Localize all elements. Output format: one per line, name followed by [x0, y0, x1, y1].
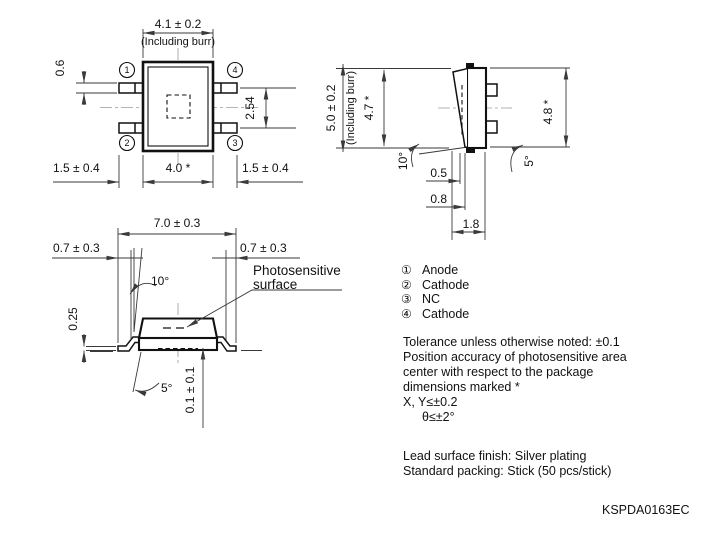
- burr-top: [466, 63, 474, 70]
- front-angle-lead: 5°: [161, 381, 173, 395]
- dim-body-width: 4.0 *: [166, 161, 191, 175]
- pin3-legend-label: NC: [422, 292, 441, 306]
- top-view: 1 4 2 3 4.1 ± 0.2 (Including burr) 0.6 2…: [53, 17, 303, 188]
- dim-standoff: 0.1 ± 0.1: [183, 366, 197, 413]
- photosensitive-leader: [186, 289, 342, 328]
- dim-body-height: 4.7 *: [362, 95, 376, 120]
- dim-a: 0.5: [430, 166, 447, 180]
- pin4-legend-label: Cathode: [422, 306, 470, 321]
- pin4-number: 4: [232, 65, 237, 75]
- front-lead-right: [216, 336, 237, 352]
- dim-lead-span: 4.8 *: [541, 99, 555, 124]
- dim-top-width: 4.1 ± 0.2: [155, 17, 202, 31]
- note-line-4: dimensions marked *: [403, 380, 520, 394]
- side-body-face: [452, 67, 468, 149]
- side-body-edge: [465, 66, 488, 150]
- packing-line-1: Lead surface finish: Silver plating: [403, 449, 587, 463]
- lead-pin4: [212, 82, 238, 94]
- pin2-number: 2: [124, 138, 129, 148]
- pin2-legend-label: Cathode: [422, 277, 470, 292]
- pin1-legend-number: ①: [401, 263, 412, 277]
- pin1-legend-label: Anode: [422, 263, 459, 277]
- drawing-number: KSPDA0163EC: [602, 503, 690, 517]
- dim-lead-pitch: 2.54: [243, 96, 257, 120]
- front-body: [137, 336, 219, 352]
- note-line-5: X, Y≤±0.2: [403, 395, 458, 409]
- photosensitive-label-2: surface: [253, 277, 297, 292]
- photosensitive-area-dashed: [166, 94, 191, 119]
- dim-front-lead-right: 0.7 ± 0.3: [240, 241, 287, 255]
- note-line-1: Tolerance unless otherwise noted: ±0.1: [403, 335, 620, 349]
- pin-row-4: ④ Cathode: [401, 307, 469, 322]
- packing-line-2: Standard packing: Stick (50 pcs/stick): [403, 464, 612, 478]
- dim-b: 0.8: [430, 192, 447, 206]
- dim-lead-left: 1.5 ± 0.4: [53, 161, 100, 175]
- pin4-balloon: [226, 61, 244, 79]
- side-view: 5.0 ± 0.2 (Including burr) 4.7 * 10° 0.5…: [324, 63, 570, 240]
- front-lead-left: [117, 336, 140, 352]
- pin4-legend-number: ④: [401, 306, 412, 321]
- pin3-legend-number: ③: [401, 292, 412, 306]
- burr-bottom: [466, 146, 475, 153]
- pin-assignment-list: ① Anode ② Cathode ③ NC ④ Cathode: [401, 263, 469, 321]
- note-line-6: θ≤±2°: [422, 410, 455, 424]
- pin-row-3: ③ NC: [401, 292, 469, 307]
- dim-lead-width: 0.6: [53, 59, 67, 76]
- note-line-2: Position accuracy of photosensitive area: [403, 350, 627, 364]
- dim-lead-thickness: 0.25: [66, 307, 80, 331]
- tolerance-notes: Tolerance unless otherwise noted: ±0.1 P…: [403, 335, 627, 425]
- pin2-balloon: [118, 134, 136, 152]
- lead-dividers: [134, 83, 222, 133]
- dim-height-burr: 5.0 ± 0.2: [324, 84, 338, 131]
- packing-notes: Lead surface finish: Silver plating Stan…: [403, 449, 611, 479]
- dim-height-burr-note: (Including burr): [345, 71, 357, 145]
- pin1-balloon: [118, 61, 136, 79]
- dim-top-width-note: (Including burr): [141, 36, 215, 48]
- dim-c: 1.8: [463, 217, 480, 231]
- front-angle-draft: 10°: [151, 274, 169, 288]
- note-line-3: center with respect to the package: [403, 365, 594, 379]
- dim-total-width: 7.0 ± 0.3: [154, 216, 201, 230]
- pin-row-1: ① Anode: [401, 263, 469, 278]
- lead-pin2: [118, 122, 144, 134]
- package-body-inner: [147, 66, 209, 147]
- front-view: 7.0 ± 0.3 0.7 ± 0.3 0.7 ± 0.3 10° 0.25 5…: [52, 216, 342, 428]
- dim-lead-right: 1.5 ± 0.4: [242, 161, 289, 175]
- pin3-balloon: [226, 134, 244, 152]
- pin-row-2: ② Cathode: [401, 278, 469, 293]
- side-angle-lead: 5°: [522, 155, 536, 167]
- lead-pin1: [118, 82, 144, 94]
- lead-pin3: [212, 122, 238, 134]
- pin1-number: 1: [124, 65, 129, 75]
- pin2-legend-number: ②: [401, 277, 412, 292]
- pin3-number: 3: [232, 138, 237, 148]
- photosensitive-label-1: Photosensitive: [253, 263, 341, 278]
- dim-front-lead-left: 0.7 ± 0.3: [53, 241, 100, 255]
- side-angle-draft: 10°: [396, 152, 410, 170]
